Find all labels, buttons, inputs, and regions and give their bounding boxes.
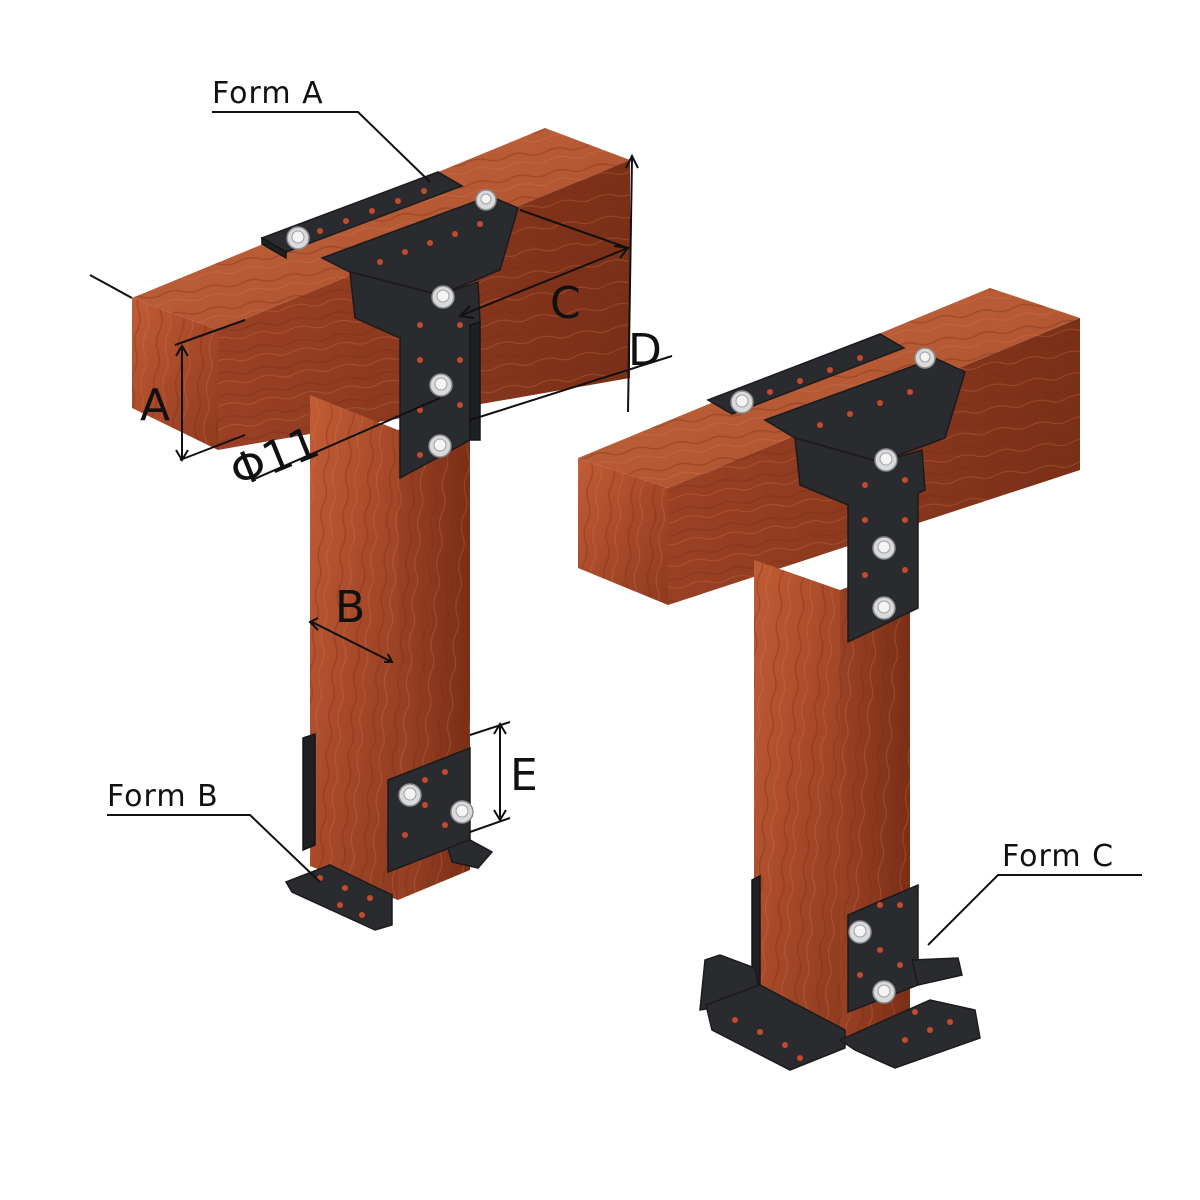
- form-c-label: Form C: [1002, 839, 1114, 874]
- form-a-label: Form A: [212, 76, 324, 111]
- dimension-c-label: C: [550, 278, 581, 329]
- right-beam: [578, 288, 1080, 605]
- right-top-bolts: [730, 347, 936, 620]
- dimension-d-label: D: [628, 325, 662, 376]
- right-assembly: [578, 288, 1080, 1071]
- form-a-t-bracket: [320, 195, 519, 480]
- left-top-bolts: [286, 189, 497, 458]
- dimension-b-label: B: [335, 582, 365, 633]
- form-b-bracket: [284, 732, 494, 931]
- left-assembly: [132, 128, 630, 931]
- dimension-d: D: [469, 153, 673, 421]
- callout-form-c: Form C: [927, 839, 1142, 946]
- dimension-a: A: [89, 274, 246, 462]
- dimension-b: B: [308, 582, 394, 663]
- dimension-a-label: A: [140, 380, 170, 431]
- form-c-bracket: [699, 874, 981, 1071]
- callout-form-a: Form A: [212, 76, 431, 183]
- callout-form-b: Form B: [107, 779, 321, 883]
- form-b-label: Form B: [107, 779, 219, 814]
- dimension-e: E: [469, 721, 538, 833]
- dimension-e-label: E: [510, 750, 538, 801]
- dimension-c: C: [457, 209, 630, 329]
- right-top-strap: [706, 333, 906, 415]
- form-a-strap: [260, 171, 464, 260]
